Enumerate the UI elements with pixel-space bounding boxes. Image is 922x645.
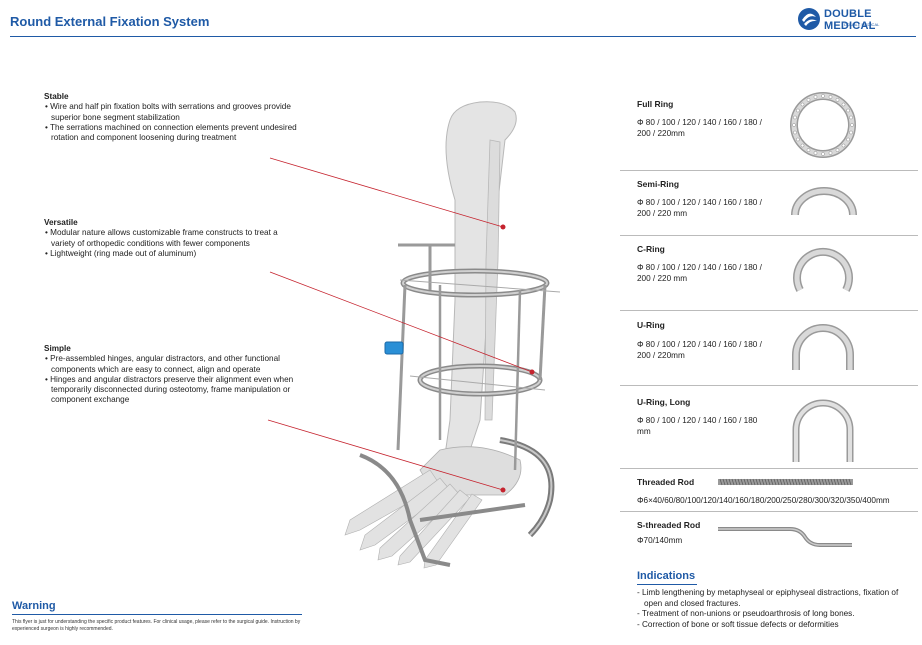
product-name: U-Ring xyxy=(637,320,665,330)
divider xyxy=(620,170,918,171)
warning-rule xyxy=(12,614,302,615)
page-title: Round External Fixation System xyxy=(10,14,210,29)
simple-leader-line xyxy=(267,419,504,491)
product-name: C-Ring xyxy=(637,244,665,254)
c-ring-icon xyxy=(793,247,853,292)
warning-text: This flyer is just for understanding the… xyxy=(12,619,301,632)
blue-clamp-icon xyxy=(384,341,404,355)
product-spec: Φ70/140mm xyxy=(637,536,683,545)
brand-name: DOUBLE MEDICAL xyxy=(824,8,876,32)
divider xyxy=(620,468,918,469)
product-name: Full Ring xyxy=(637,99,674,109)
product-spec: Φ 80 / 100 / 120 / 140 / 160 / 180 / 200… xyxy=(637,340,762,360)
product-spec: Φ 80 / 100 / 120 / 140 / 160 / 180 / 200… xyxy=(637,263,762,283)
feature-bullet: • The serrations machined on connection … xyxy=(45,122,297,143)
header-rule xyxy=(10,36,916,37)
feature-heading: Stable xyxy=(44,92,69,101)
feature-bullet: • Wire and half pin fixation bolts with … xyxy=(45,102,291,122)
feature-versatile: Versatile • Modular nature allows custom… xyxy=(44,218,304,259)
feature-bullet: • Lightweight (ring made out of aluminum… xyxy=(45,248,197,258)
product-name: Semi-Ring xyxy=(637,179,680,189)
feature-heading: Versatile xyxy=(44,218,78,227)
product-spec: Φ 80 / 100 / 120 / 140 / 160 / 180 / 200… xyxy=(637,118,762,138)
divider xyxy=(620,235,918,236)
product-name: Threaded Rod xyxy=(637,477,695,487)
product-spec: Φ6×40/60/80/100/120/140/160/180/200/250/… xyxy=(637,496,890,505)
s-threaded-rod-icon xyxy=(718,527,852,547)
warning-heading: Warning xyxy=(12,600,56,612)
u-ring-long-icon xyxy=(792,399,854,462)
stable-leader-line xyxy=(269,157,504,228)
semi-ring-icon xyxy=(791,187,857,216)
list-item: - Correction of bone or soft tissue defe… xyxy=(637,619,839,629)
brand-logo-icon xyxy=(798,8,820,30)
product-spec: Φ 80 / 100 / 120 / 140 / 160 / 180 mm xyxy=(637,416,758,436)
threaded-rod-icon xyxy=(718,478,853,486)
divider xyxy=(620,511,918,512)
brand-subtitle: DOUBLE MEDICAL xyxy=(844,22,880,27)
list-item: - Treatment of non-unions or pseudoarthr… xyxy=(637,609,855,619)
product-spec: Φ 80 / 100 / 120 / 140 / 160 / 180 / 200… xyxy=(637,198,762,218)
versatile-leader-line xyxy=(269,271,533,373)
feature-bullet: • Hinges and angular distractors preserv… xyxy=(45,374,294,405)
product-name: S-threaded Rod xyxy=(637,520,701,530)
indications-heading: Indications xyxy=(637,570,696,582)
fibula-bone xyxy=(484,139,501,421)
foot-plate xyxy=(359,453,451,567)
feature-heading: Simple xyxy=(44,344,71,353)
feature-stable: Stable • Wire and half pin fixation bolt… xyxy=(44,92,304,143)
feature-simple: Simple • Pre-assembled hinges, angular d… xyxy=(44,344,304,406)
list-item: - Limb lengthening by metaphyseal or epi… xyxy=(637,588,899,608)
feature-bullet: • Pre-assembled hinges, angular distract… xyxy=(45,354,280,374)
feature-bullet: • Modular nature allows customizable fra… xyxy=(45,228,278,248)
indications-list: - Limb lengthening by metaphyseal or epi… xyxy=(636,588,916,630)
full-ring-icon xyxy=(790,92,856,158)
divider xyxy=(620,385,918,386)
indications-rule xyxy=(637,584,697,585)
product-name: U-Ring, Long xyxy=(637,397,691,407)
divider xyxy=(620,310,918,311)
u-ring-icon xyxy=(792,324,854,370)
